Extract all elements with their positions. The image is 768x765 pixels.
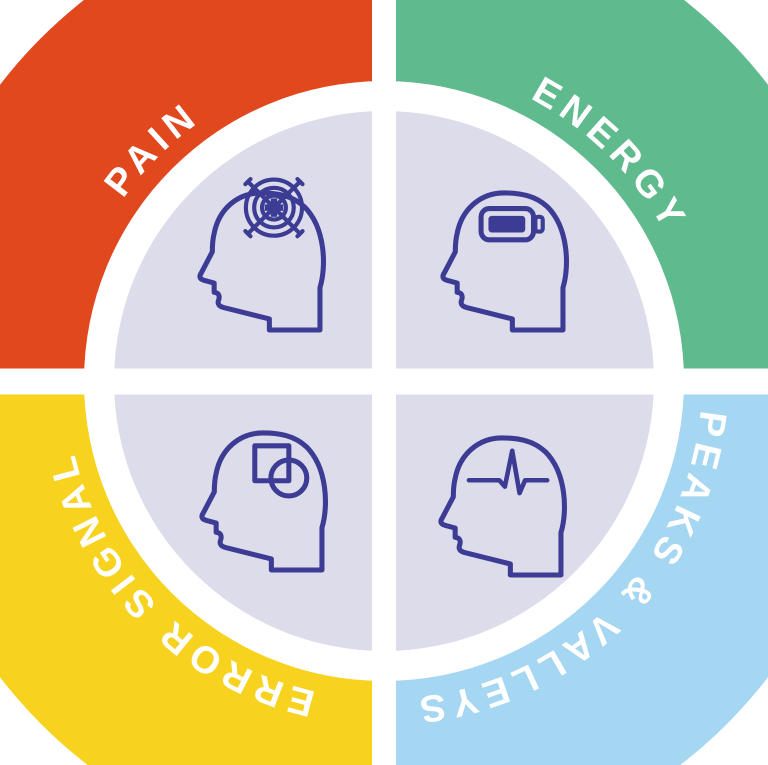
head-square-circle-icon <box>202 433 326 570</box>
head-pain-target-icon <box>200 176 324 330</box>
battery-symbol <box>478 206 545 243</box>
heartbeat-symbol <box>466 448 550 496</box>
head-heartbeat-icon <box>441 438 565 575</box>
head-battery-icon <box>443 193 567 330</box>
horizontal-divider <box>0 368 768 395</box>
square-circle-symbol <box>252 443 310 499</box>
pain-target-symbol <box>243 176 305 239</box>
